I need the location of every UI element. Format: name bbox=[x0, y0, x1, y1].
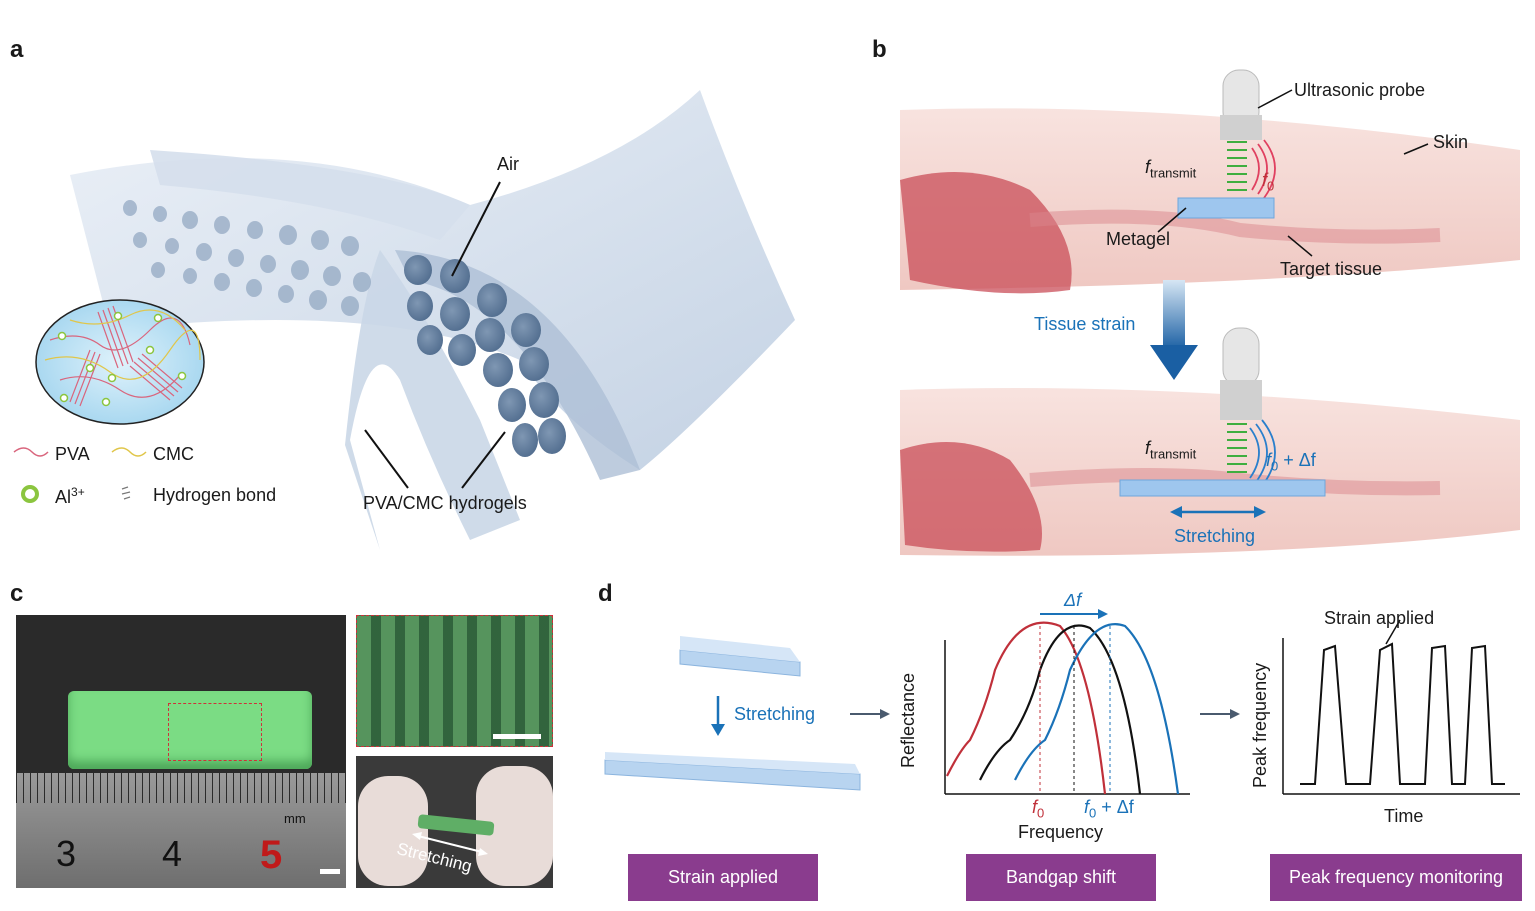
red-reflectance-curve bbox=[946, 621, 1107, 795]
scale-bar bbox=[320, 869, 340, 874]
hydrogels-label: PVA/CMC hydrogels bbox=[363, 493, 527, 513]
metagel-photo: 3 4 5 mm bbox=[16, 615, 346, 888]
ultrasound-schematic bbox=[900, 69, 1520, 556]
f-transmit-label-bottom: ftransmit bbox=[1145, 438, 1197, 462]
skin-label: Skin bbox=[1433, 132, 1469, 152]
ruler-mm: mm bbox=[284, 811, 306, 826]
pva-swatch bbox=[13, 447, 49, 457]
panel-label-a: a bbox=[10, 36, 24, 63]
black-reflectance-curve bbox=[979, 624, 1142, 795]
al-swatch bbox=[21, 485, 39, 503]
panel-label-d: d bbox=[598, 580, 613, 607]
f0-shift-axis-label: f0 + Δf bbox=[1084, 797, 1134, 821]
blue-reflectance-curve bbox=[1014, 623, 1180, 795]
reflectance-ylabel: Reflectance bbox=[898, 672, 918, 768]
peak-frequency-trace bbox=[1300, 642, 1505, 785]
al-legend: Al3+ bbox=[55, 485, 85, 507]
stretching-label-b: Stretching bbox=[1174, 526, 1256, 546]
frequency-xlabel: Frequency bbox=[1018, 822, 1104, 842]
peak-frequency-monitoring-box: Peak frequency monitoring bbox=[1270, 854, 1522, 901]
f0-shift-label: f0 + Δf bbox=[1266, 450, 1316, 474]
tissue-strain-label: Tissue strain bbox=[1034, 314, 1136, 334]
f0-axis-label: f0 bbox=[1032, 797, 1045, 821]
bandgap-shift-box: Bandgap shift bbox=[966, 854, 1156, 901]
ruler-5: 5 bbox=[260, 833, 283, 877]
stretching-label-d: Stretching bbox=[734, 704, 816, 724]
panel-label-c: c bbox=[10, 580, 24, 607]
probe-label: Ultrasonic probe bbox=[1294, 80, 1426, 100]
panel-d-graphics bbox=[604, 609, 1520, 795]
ruler-4: 4 bbox=[162, 833, 183, 874]
pva-legend: PVA bbox=[55, 444, 90, 464]
hydrogen-bond-legend: Hydrogen bond bbox=[153, 485, 277, 505]
air-label: Air bbox=[497, 154, 519, 174]
cmc-swatch bbox=[111, 447, 147, 457]
zoom-photo bbox=[356, 615, 553, 747]
stretch-photo: Stretching bbox=[356, 756, 553, 888]
peak-frequency-ylabel: Peak frequency bbox=[1250, 662, 1270, 788]
delta-f-label: Δf bbox=[1064, 590, 1082, 610]
cmc-legend: CMC bbox=[153, 444, 194, 464]
time-xlabel: Time bbox=[1384, 806, 1424, 826]
strain-applied-box: Strain applied bbox=[628, 854, 818, 901]
hydrogen-bond-swatch bbox=[121, 486, 131, 500]
metagel-illustration bbox=[13, 90, 795, 550]
f0-label: f0 bbox=[1262, 170, 1275, 194]
ruler-3: 3 bbox=[56, 833, 77, 874]
target-tissue-label: Target tissue bbox=[1280, 259, 1383, 279]
panel-label-b: b bbox=[872, 36, 887, 63]
f-transmit-label-top: ftransmit bbox=[1145, 157, 1197, 181]
strain-applied-annotation: Strain applied bbox=[1324, 608, 1435, 628]
metagel-label: Metagel bbox=[1106, 229, 1171, 249]
zoom-scale-bar bbox=[493, 734, 541, 739]
